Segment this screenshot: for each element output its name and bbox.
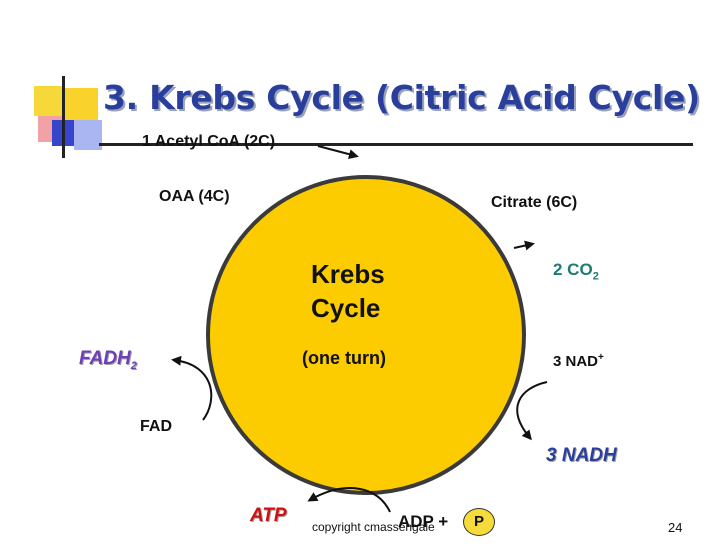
decor-square-lightblue xyxy=(74,120,102,150)
copyright-text: copyright cmassengale xyxy=(312,520,435,534)
label-one-turn: (one turn) xyxy=(302,348,386,368)
page-title: 3. Krebs Cycle (Citric Acid Cycle) xyxy=(103,78,700,117)
page-number: 24 xyxy=(668,520,683,535)
arrow-nad-to-nadh xyxy=(516,381,548,441)
center-label-krebs: Krebs xyxy=(311,259,385,289)
decor-vertical-line xyxy=(62,76,65,158)
decor-square-yellow xyxy=(34,86,64,116)
label-adp: ADP + xyxy=(398,512,449,531)
arrow-fad-to-fadh2 xyxy=(171,355,213,421)
label-acetyl-coa: 1 Acetyl CoA (2C) xyxy=(142,133,276,150)
label-nadh: 3 NADH xyxy=(546,445,617,466)
label-oaa: OAA (4C) xyxy=(159,188,230,205)
label-citrate: Citrate (6C) xyxy=(491,194,578,211)
arrow-co2 xyxy=(513,240,535,251)
label-co2: 2 CO2 xyxy=(553,260,599,283)
label-nad: 3 NAD+ xyxy=(553,352,604,370)
center-label-cycle: Cycle xyxy=(311,293,381,323)
phosphate-circle: P xyxy=(463,508,495,536)
label-fad: FAD xyxy=(140,418,172,435)
decor-square-yellow-large xyxy=(64,88,98,122)
label-atp: ATP xyxy=(250,505,287,526)
label-fadh2: FADH2 xyxy=(79,348,137,372)
title-divider xyxy=(99,143,693,146)
krebs-cycle-circle xyxy=(206,175,526,495)
arrow-acetyl-coa xyxy=(317,145,359,160)
arrow-adp-to-atp xyxy=(307,487,391,513)
